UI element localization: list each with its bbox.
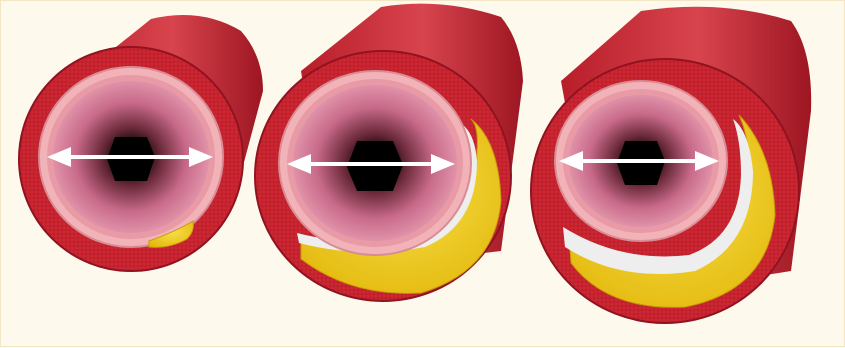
severe-plaque-artery xyxy=(531,7,811,323)
normal-artery xyxy=(19,15,263,271)
moderate-plaque-artery xyxy=(255,4,523,301)
